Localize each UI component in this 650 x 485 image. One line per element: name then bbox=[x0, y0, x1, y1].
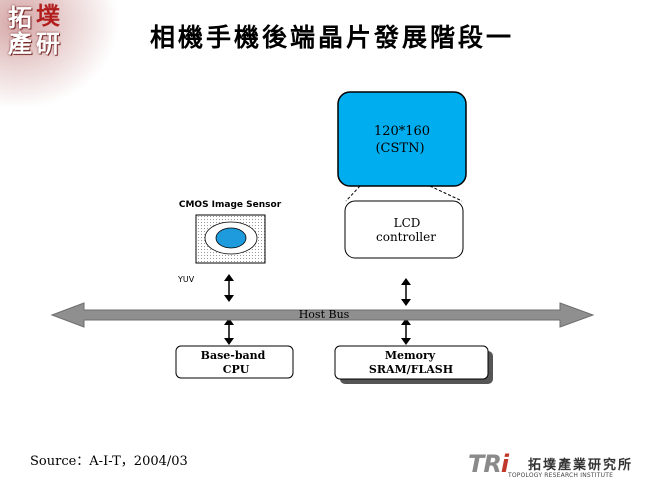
lcd-controller-box: LCD controller bbox=[344, 200, 464, 259]
logo-char-2: 墣 bbox=[36, 1, 60, 30]
institute-logo: 拓 墣 產 研 bbox=[0, 0, 120, 110]
display-connector-right bbox=[429, 185, 463, 202]
display-connector-left bbox=[345, 185, 361, 202]
memory-box: Memory SRAM/FLASH bbox=[334, 345, 493, 384]
baseband-cpu-box: Base-band CPU bbox=[175, 345, 294, 379]
logo-background bbox=[0, 0, 120, 110]
sensor-title: CMOS Image Sensor bbox=[179, 200, 282, 210]
logo-char-4: 研 bbox=[36, 29, 60, 58]
yuv-label: YUV bbox=[177, 275, 195, 284]
lcd-controller-label: controller bbox=[376, 230, 436, 244]
lcd-to-bus-arrow bbox=[401, 278, 411, 306]
tri-chinese-name: 拓墣產業研究所 bbox=[528, 458, 634, 473]
display-resolution-label: 120*160 bbox=[374, 124, 430, 139]
cmos-image-sensor bbox=[195, 214, 266, 264]
cpu-label-line1: Base-band bbox=[201, 349, 266, 362]
tri-mark-i: i bbox=[500, 450, 509, 478]
sensor-lens bbox=[215, 227, 247, 249]
tri-logo-mark: TRi bbox=[468, 450, 509, 478]
tri-english-name: TOPOLOGY RESEARCH INSTITUTE bbox=[508, 472, 614, 479]
host-bus-label: Host Bus bbox=[299, 308, 350, 321]
display-type-label: (CSTN) bbox=[375, 141, 424, 156]
bus-to-memory-arrow bbox=[401, 318, 411, 345]
lcd-label: LCD bbox=[394, 216, 421, 230]
cpu-label-line2: CPU bbox=[223, 363, 250, 376]
source-citation: Source：A-I-T，2004/03 bbox=[30, 454, 188, 469]
tri-mark-tr: TR bbox=[468, 450, 502, 478]
page-title: 相機手機後端晶片發展階段一 bbox=[150, 23, 515, 52]
sensor-to-bus-arrow bbox=[224, 274, 234, 302]
memory-label-line2: SRAM/FLASH bbox=[369, 363, 453, 376]
memory-label-line1: Memory bbox=[385, 349, 436, 362]
bus-to-cpu-arrow bbox=[224, 318, 234, 345]
logo-char-1: 拓 bbox=[8, 3, 32, 32]
display-panel: 120*160 (CSTN) bbox=[337, 91, 467, 187]
tri-logo: TRi 拓墣產業研究所 TOPOLOGY RESEARCH INSTITUTE bbox=[468, 452, 648, 482]
host-bus: Host Bus bbox=[50, 302, 595, 328]
logo-char-3: 產 bbox=[8, 29, 32, 58]
